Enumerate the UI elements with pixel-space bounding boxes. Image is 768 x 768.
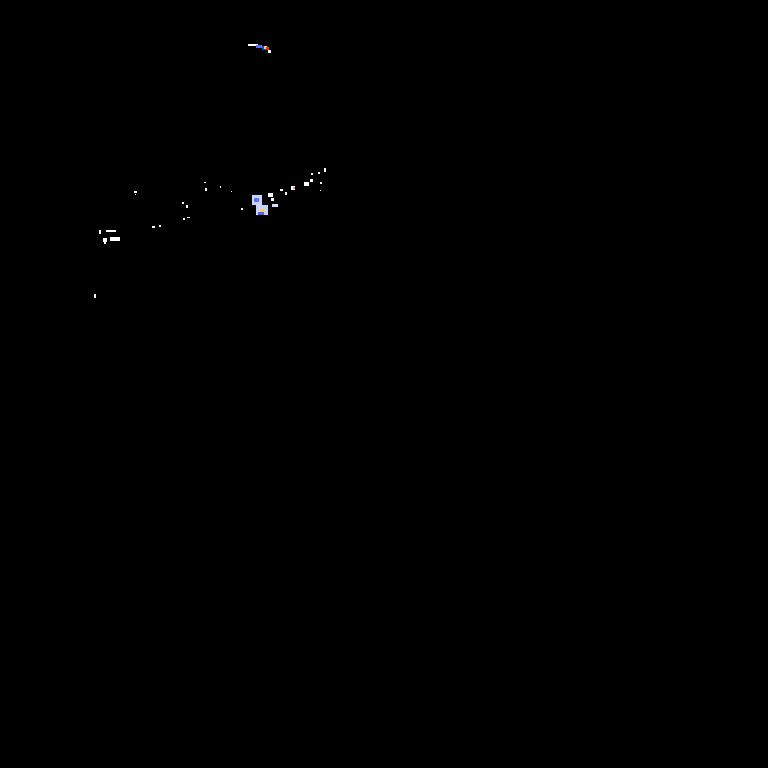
light-speckle bbox=[272, 204, 278, 207]
light-speckle bbox=[264, 46, 267, 49]
light-speckle bbox=[254, 198, 259, 202]
light-speckle bbox=[182, 202, 184, 204]
light-speckle bbox=[231, 191, 232, 192]
light-speckle bbox=[310, 179, 313, 182]
light-speckle bbox=[311, 173, 313, 175]
light-speckle bbox=[280, 189, 283, 191]
light-speckle bbox=[186, 205, 188, 208]
light-speckle bbox=[320, 182, 322, 184]
light-speckle bbox=[268, 193, 273, 197]
light-speckle bbox=[183, 218, 185, 220]
light-speckle bbox=[220, 186, 221, 188]
light-speckle bbox=[271, 198, 274, 201]
light-speckle bbox=[205, 188, 207, 191]
light-speckle bbox=[256, 45, 262, 48]
light-speckle bbox=[204, 182, 206, 183]
light-speckle bbox=[187, 217, 190, 218]
light-speckle bbox=[159, 225, 161, 227]
light-speckle bbox=[304, 182, 309, 186]
light-speckle bbox=[260, 209, 264, 212]
light-speckle bbox=[324, 168, 326, 172]
light-speckle bbox=[285, 192, 287, 195]
light-speckle bbox=[99, 230, 101, 234]
light-speckle bbox=[318, 172, 320, 174]
light-speckle bbox=[241, 208, 243, 210]
light-speckle bbox=[320, 190, 321, 191]
light-speckle bbox=[94, 294, 96, 298]
light-speckle bbox=[248, 44, 258, 46]
light-speckle bbox=[110, 237, 120, 241]
light-speckle bbox=[268, 50, 271, 53]
light-speckle bbox=[103, 238, 107, 242]
light-speckle bbox=[258, 212, 264, 215]
light-speckle bbox=[135, 194, 136, 195]
light-speckle bbox=[152, 226, 155, 228]
light-speckle bbox=[266, 47, 269, 50]
light-speckle bbox=[293, 187, 295, 189]
light-speckle bbox=[134, 191, 137, 193]
light-speckle bbox=[104, 242, 106, 244]
light-speckle bbox=[106, 230, 116, 232]
